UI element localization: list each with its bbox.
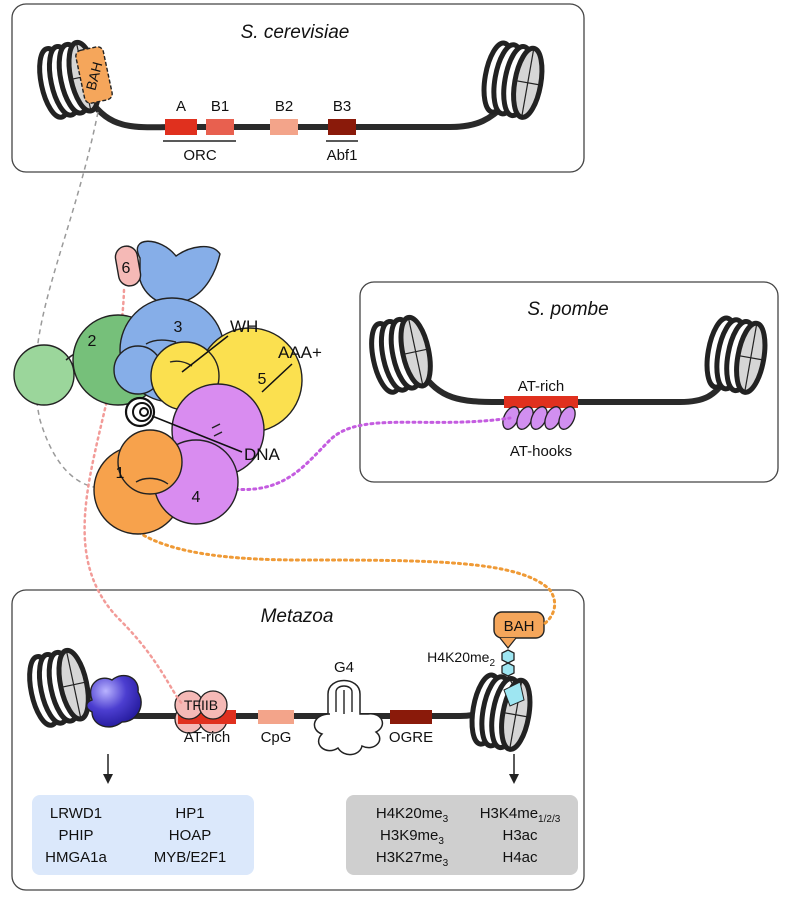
reader-item: LRWD1 xyxy=(50,805,102,822)
linker-45 xyxy=(211,423,223,437)
reader-proteins-box xyxy=(32,795,254,875)
orc6-subunit xyxy=(114,245,142,287)
tfiib-text: TFIIB xyxy=(184,697,218,713)
at-hook-5 xyxy=(558,406,576,430)
bah-pocket xyxy=(499,637,517,649)
methyl-mark-1 xyxy=(501,649,515,664)
aaa-label: AAA+ xyxy=(278,343,322,362)
bah-domain xyxy=(75,46,113,104)
pombe-panel: S. pombe AT-rich AT-hooks xyxy=(359,281,779,483)
tfiib-body-right xyxy=(198,690,228,720)
metazoa-panel: Metazoa BAH H4K20me2 TFIIB AT-rich TFIIB… xyxy=(11,589,585,891)
wh-label: WH xyxy=(230,317,258,336)
linker-14 xyxy=(135,477,169,485)
element-b2 xyxy=(270,119,298,135)
pombe-frame xyxy=(359,281,779,483)
orc3-hook xyxy=(136,240,221,306)
abf1-label: Abf1 xyxy=(327,147,358,164)
orc1-number: 1 xyxy=(116,465,125,482)
g-quadruplex-loop xyxy=(335,685,353,712)
pombe-dna xyxy=(417,367,728,405)
g-quadruplex xyxy=(313,679,384,756)
element-b1-label: B1 xyxy=(211,98,229,115)
at-hooks xyxy=(502,406,576,430)
element-a-label: A xyxy=(176,98,186,115)
histone-mark-item: H4K20me3 xyxy=(376,805,449,825)
chromatin-reader-factor xyxy=(86,674,142,728)
pombe-title: S. pombe xyxy=(527,299,608,320)
orc1-wh-domain xyxy=(117,429,183,495)
dna-label: DNA xyxy=(244,445,281,464)
histone-mark-item: H3ac xyxy=(502,827,538,844)
reader-item: HP1 xyxy=(175,805,204,822)
aaa-callout-line xyxy=(261,363,293,393)
reader-item: HMGA1a xyxy=(45,849,107,866)
cerevisiae-panel: S. cerevisiae BAH A B1 B2 B3 ORC Abf1 xyxy=(11,3,585,173)
orc2-number: 2 xyxy=(88,333,97,350)
orc2-extension xyxy=(13,344,75,406)
histone-mark-item: H4ac xyxy=(502,849,538,866)
element-b3-label: B3 xyxy=(333,98,351,115)
orc6-number: 6 xyxy=(122,260,131,277)
histone-tail xyxy=(503,681,525,707)
metazoa-bah-domain xyxy=(493,611,545,639)
ogre-element xyxy=(390,710,432,724)
right-arrow-head xyxy=(509,774,519,784)
reader-item: HOAP xyxy=(169,827,212,844)
methyl-mark-2 xyxy=(501,662,515,677)
orc-label: ORC xyxy=(183,147,217,164)
metazoa-at-rich-label: AT-rich xyxy=(184,729,230,746)
element-a xyxy=(165,119,197,135)
orc-complex: 6 2 3 5 1 4 WH AAA+ DNA xyxy=(13,240,322,535)
h4k20me2-label: H4K20me2 xyxy=(427,649,495,669)
orc4-number: 4 xyxy=(192,489,201,506)
orc1-to-bah-connector xyxy=(110,492,557,626)
histone-mark-item: H3K4me1/2/3 xyxy=(480,805,561,825)
orc4-to-at-hooks-connector xyxy=(210,416,512,491)
element-b1 xyxy=(206,119,234,135)
element-b3 xyxy=(328,119,356,135)
pombe-at-rich-label: AT-rich xyxy=(518,378,564,395)
histone-mark-item: H3K9me3 xyxy=(380,827,444,847)
element-b2-label: B2 xyxy=(275,98,293,115)
ogre-label: OGRE xyxy=(389,729,433,746)
dna-coil xyxy=(124,396,156,428)
reader-item: MYB/E2F1 xyxy=(154,849,227,866)
orc3-number: 3 xyxy=(174,319,183,336)
cerevisiae-title: S. cerevisiae xyxy=(241,22,350,43)
metazoa-title: Metazoa xyxy=(261,606,334,627)
orc5-number: 5 xyxy=(258,371,267,388)
histone-mark-item: H3K27me3 xyxy=(376,849,449,869)
bah-label: BAH xyxy=(83,60,106,92)
left-arrow-head xyxy=(103,774,113,784)
cpg-island xyxy=(258,710,294,724)
cpg-label: CpG xyxy=(261,729,292,746)
g4-label: G4 xyxy=(334,659,354,676)
dna-callout-line xyxy=(151,415,243,453)
reader-item: PHIP xyxy=(58,827,93,844)
at-hooks-label: AT-hooks xyxy=(510,443,572,460)
histone-marks-box xyxy=(346,795,578,875)
pombe-at-rich-region xyxy=(504,396,578,408)
wh-callout-line xyxy=(181,335,229,373)
linker-23 xyxy=(145,339,177,345)
metazoa-bah-label: BAH xyxy=(504,618,535,635)
